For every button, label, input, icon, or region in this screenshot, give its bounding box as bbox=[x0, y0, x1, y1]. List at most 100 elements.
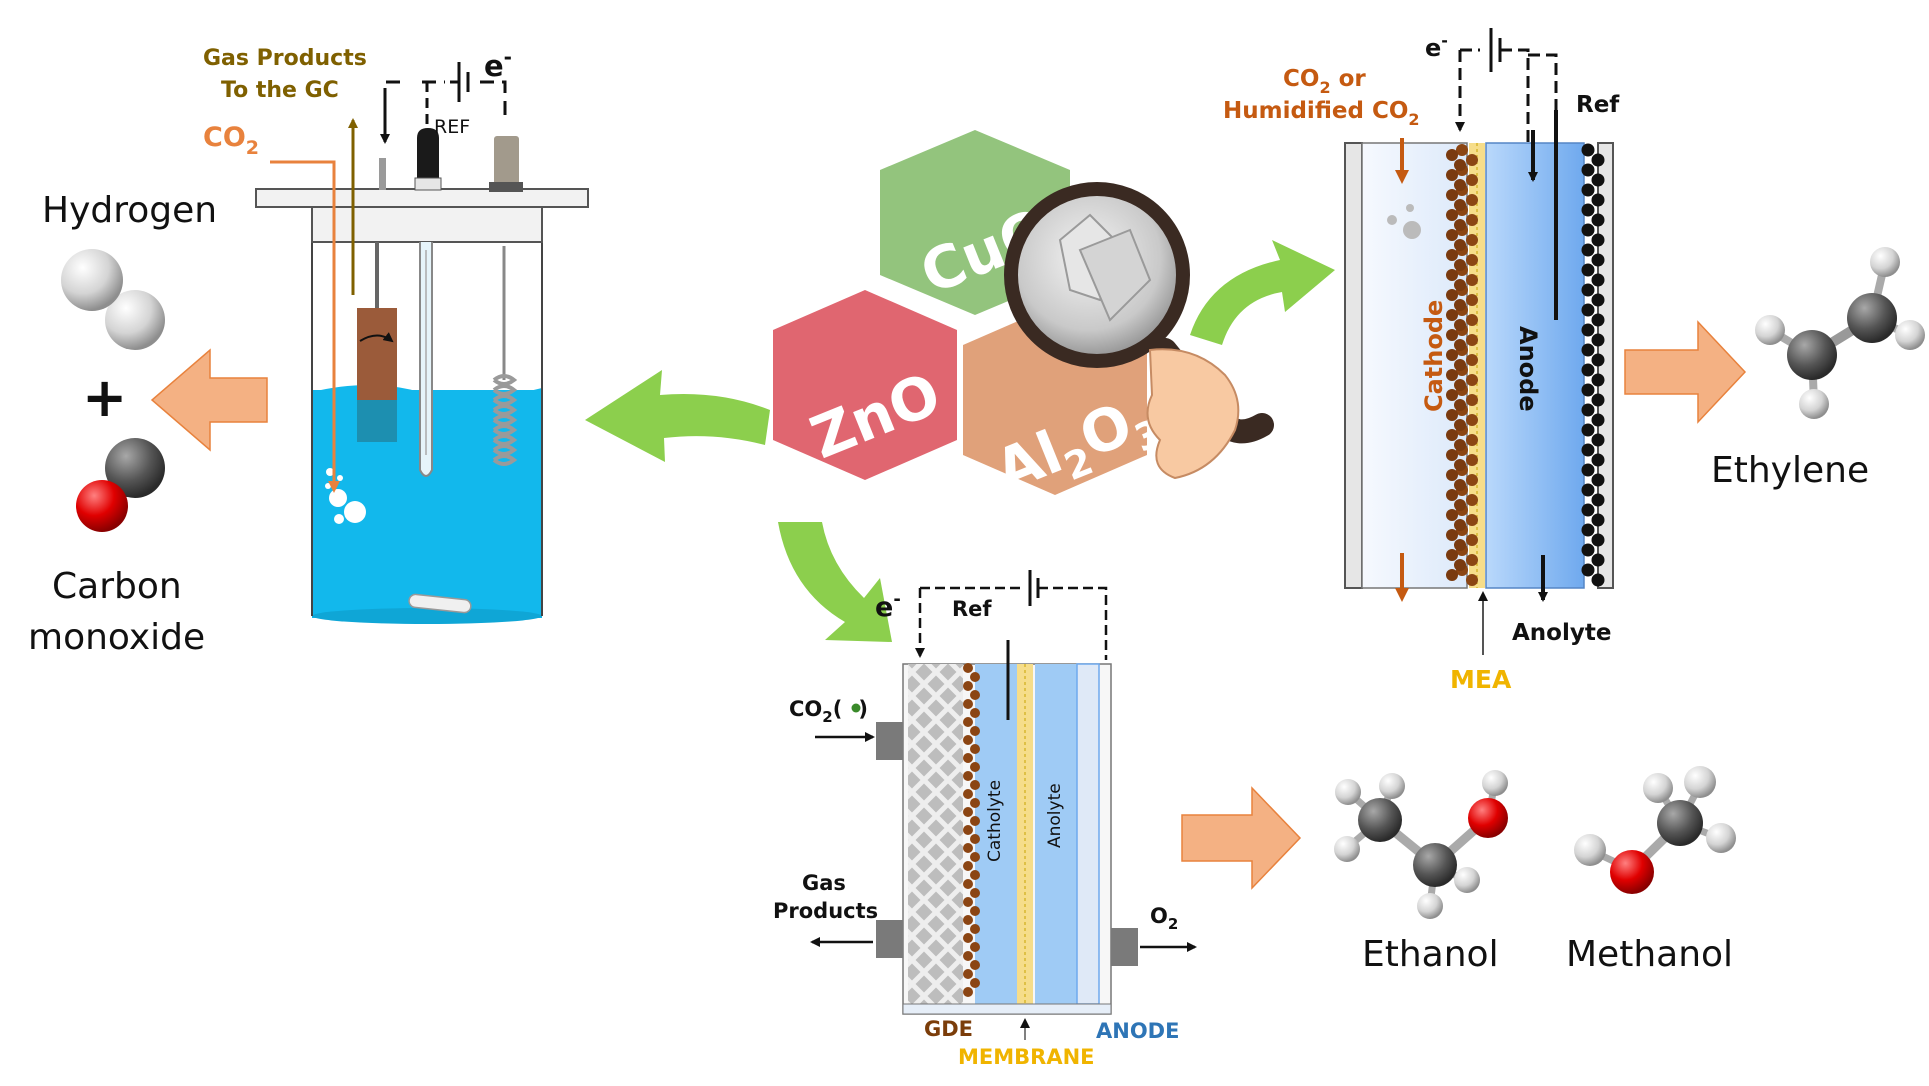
h-cell-circuit bbox=[383, 80, 507, 125]
gde-catalyst-bead bbox=[963, 807, 973, 817]
anode-catalyst-bead bbox=[1591, 513, 1605, 527]
anode-catalyst-bead bbox=[1581, 243, 1595, 257]
green-arrow-left bbox=[585, 370, 770, 462]
arrow-to-left-products bbox=[150, 348, 268, 452]
flow-anolyte-label: Anolyte bbox=[1045, 783, 1065, 848]
gde-catalyst-bead bbox=[970, 726, 980, 736]
cathode-catalyst-bead bbox=[1466, 454, 1478, 466]
cathode-catalyst-bead bbox=[1446, 569, 1458, 581]
ethanol-molecule bbox=[1334, 770, 1508, 919]
ethanol-label: Ethanol bbox=[1362, 934, 1499, 975]
anode-catalyst-bead bbox=[1591, 313, 1605, 327]
anode-catalyst-bead bbox=[1591, 333, 1605, 347]
cathode-catalyst-bead bbox=[1454, 159, 1466, 171]
ethylene-molecule bbox=[1755, 247, 1925, 419]
gde-catalyst-bead bbox=[970, 960, 980, 970]
gde-catalyst-bead bbox=[963, 753, 973, 763]
h-cell-co2-label: CO2 bbox=[203, 122, 259, 159]
gde-catalyst-bead bbox=[963, 843, 973, 853]
gde-catalyst-beads bbox=[963, 663, 980, 997]
green-arrow-up bbox=[1190, 240, 1335, 345]
anode-catalyst-bead bbox=[1581, 543, 1595, 557]
anode-catalyst-bead bbox=[1591, 173, 1605, 187]
arrow-to-alcohols bbox=[1181, 786, 1302, 890]
cathode-catalyst-bead bbox=[1446, 329, 1458, 341]
gde-layer bbox=[908, 664, 963, 1004]
gde-catalyst-bead bbox=[970, 906, 980, 916]
cathode-catalyst-bead bbox=[1454, 559, 1466, 571]
anode-catalyst-bead bbox=[1581, 503, 1595, 517]
cathode-catalyst-bead bbox=[1466, 494, 1478, 506]
cathode-catalyst-bead bbox=[1454, 379, 1466, 391]
cathode-catalyst-bead bbox=[1454, 479, 1466, 491]
flow-ref-label: Ref bbox=[952, 597, 992, 621]
cathode-catalyst-bead bbox=[1446, 489, 1458, 501]
mea-cathode-label: Cathode bbox=[1420, 300, 1448, 412]
anode-catalyst-bead bbox=[1581, 423, 1595, 437]
working-electrode-wire bbox=[375, 242, 379, 310]
cathode-catalyst-bead bbox=[1456, 144, 1468, 156]
cathode-catalyst-bead bbox=[1466, 294, 1478, 306]
anode-catalyst-bead bbox=[1581, 523, 1595, 537]
gde-catalyst-bead bbox=[963, 987, 973, 997]
cathode-catalyst-bead bbox=[1446, 549, 1458, 561]
plus-sign: + bbox=[82, 366, 127, 429]
gde-catalyst-bead bbox=[970, 978, 980, 988]
cathode-catalyst-bead bbox=[1446, 509, 1458, 521]
anode-catalyst-bead bbox=[1581, 183, 1595, 197]
gde-catalyst-bead bbox=[970, 690, 980, 700]
flow-products-label: Products bbox=[773, 899, 878, 923]
o2-outlet-port bbox=[1111, 928, 1138, 966]
anode-catalyst-bead bbox=[1591, 533, 1605, 547]
anode-catalyst-bead bbox=[1591, 273, 1605, 287]
mea-bubbles bbox=[1387, 204, 1421, 239]
anode-catalyst-bead bbox=[1591, 233, 1605, 247]
cathode-catalyst-bead bbox=[1466, 194, 1478, 206]
anode-catalyst-bead bbox=[1591, 213, 1605, 227]
cathode-catalyst-bead bbox=[1446, 149, 1458, 161]
cathode-catalyst-bead bbox=[1454, 199, 1466, 211]
cathode-catalyst-bead bbox=[1446, 209, 1458, 221]
cathode-catalyst-bead bbox=[1446, 269, 1458, 281]
cathode-catalyst-bead bbox=[1466, 434, 1478, 446]
cathode-catalyst-bead bbox=[1454, 439, 1466, 451]
mea-cell: e- CO2 or Humidified CO2 Ref Cathode Ano… bbox=[1223, 28, 1620, 694]
gde-catalyst-bead bbox=[963, 663, 973, 673]
cathode-catalyst-bead bbox=[1466, 474, 1478, 486]
gde-catalyst-bead bbox=[970, 708, 980, 718]
gde-label: GDE bbox=[924, 1017, 973, 1041]
membrane-label: MEMBRANE bbox=[958, 1045, 1095, 1069]
gde-catalyst-bead bbox=[963, 771, 973, 781]
cathode-catalyst-bead bbox=[1454, 419, 1466, 431]
beaker-bottom bbox=[312, 608, 542, 624]
ref-connector bbox=[417, 128, 439, 190]
methanol-label: Methanol bbox=[1566, 934, 1733, 975]
cathode-catalyst-bead bbox=[1454, 499, 1466, 511]
mea-anolyte-label: Anolyte bbox=[1512, 620, 1611, 646]
gde-catalyst-bead bbox=[970, 762, 980, 772]
co2-gas-dot bbox=[851, 703, 861, 713]
gas-products-label: Gas Products bbox=[203, 46, 367, 71]
anode-catalyst-bead bbox=[1591, 433, 1605, 447]
anode-label: ANODE bbox=[1096, 1019, 1179, 1043]
cathode-catalyst-bead bbox=[1446, 409, 1458, 421]
flow-cell: e- Ref CO2() Gas Products O2 Catholyte A… bbox=[773, 570, 1197, 1069]
hand-icon bbox=[1146, 348, 1240, 480]
ethylene-label: Ethylene bbox=[1711, 450, 1869, 491]
cathode-catalyst-bead bbox=[1466, 514, 1478, 526]
gde-catalyst-bead bbox=[963, 951, 973, 961]
flow-o2-label: O2 bbox=[1150, 904, 1178, 933]
cathode-catalyst-bead bbox=[1466, 414, 1478, 426]
cathode-catalyst-bead bbox=[1454, 179, 1466, 191]
cathode-catalyst-bead bbox=[1454, 539, 1466, 551]
bottom-products: Ethanol Methanol bbox=[1181, 766, 1736, 975]
cathode-catalyst-bead bbox=[1454, 279, 1466, 291]
anode-catalyst-bead bbox=[1591, 413, 1605, 427]
magnifier-icon bbox=[1004, 182, 1274, 480]
gde-catalyst-bead bbox=[963, 915, 973, 925]
anode-catalyst-bead bbox=[1581, 483, 1595, 497]
cathode-catalyst-bead bbox=[1454, 359, 1466, 371]
anode-catalyst-bead bbox=[1591, 453, 1605, 467]
cathode-catalyst-bead bbox=[1446, 389, 1458, 401]
